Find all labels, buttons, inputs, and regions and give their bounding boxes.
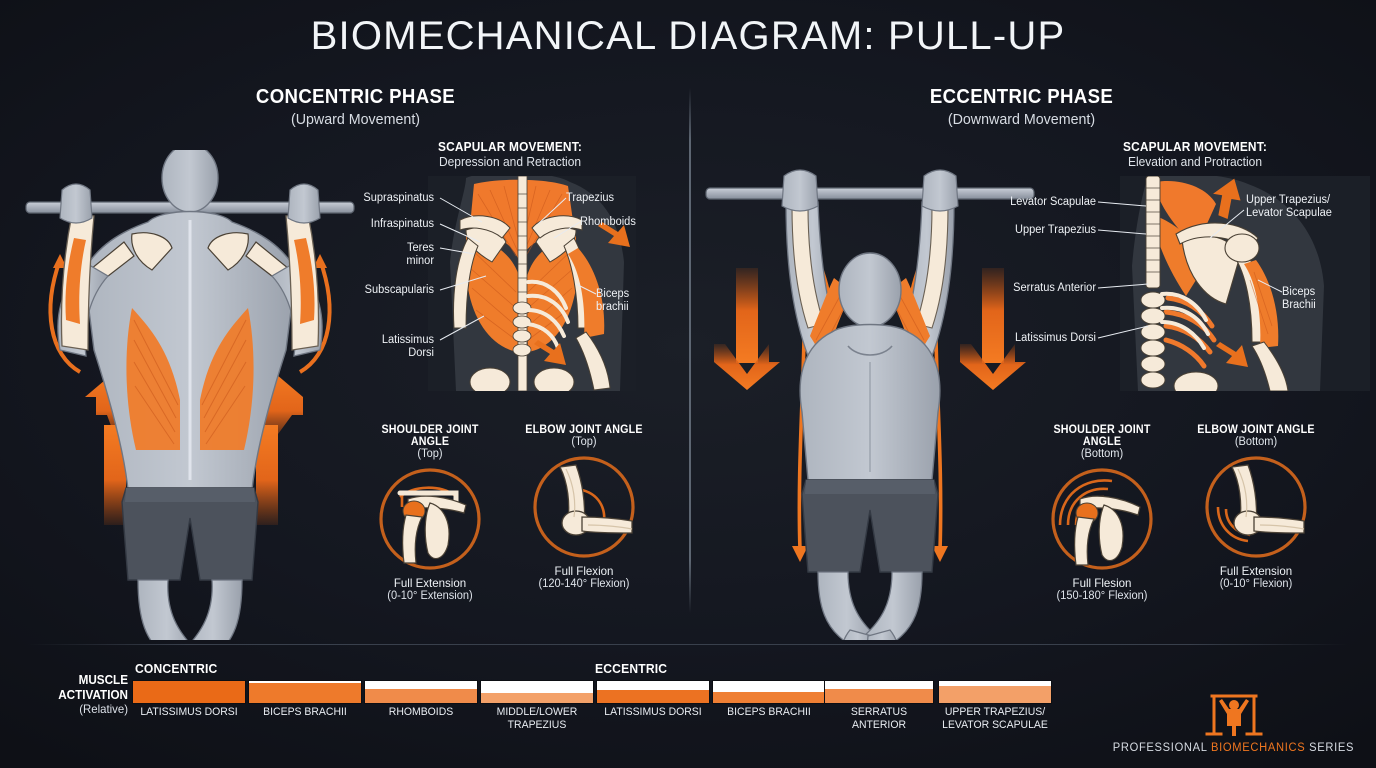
joint-card-elbow-top: ELBOW JOINT ANGLE (Top) Full Flexion (12…	[510, 424, 658, 590]
phase-subtitle-concentric: (Upward Movement)	[290, 111, 421, 128]
activation-bar	[364, 680, 478, 704]
scapular-art-left: Supraspinatus Infraspinatus Teres minor …	[363, 176, 650, 396]
joint-illustration-elbow-top	[532, 455, 636, 559]
joint-card-shoulder-bottom: SHOULDER JOINT ANGLE (Bottom) Full Flesi…	[1028, 424, 1176, 602]
joint-position: (Top)	[417, 448, 443, 460]
phase-divider	[689, 88, 691, 613]
activation-bar-label: SERRATUS ANTERIOR	[850, 706, 908, 731]
joint-title: ELBOW JOINT ANGLE	[525, 424, 643, 436]
activation-bar-label: BICEPS BRACHII	[263, 706, 347, 718]
joint-illustration-shoulder-bottom	[1050, 467, 1154, 571]
anatomy-label-supraspinatus: Supraspinatus	[363, 192, 434, 204]
activation-bar	[938, 680, 1052, 704]
scapular-title-left: SCAPULAR MOVEMENT:	[438, 140, 582, 154]
activation-bar	[712, 680, 826, 704]
activation-bar-label: UPPER TRAPEZIUS/ LEVATOR SCAPULAE	[942, 706, 1048, 731]
anatomy-label-rhomboids: Rhomboids	[580, 216, 636, 228]
activation-bar	[248, 680, 362, 704]
activation-bar-fill	[825, 689, 933, 703]
activation-bar	[596, 680, 710, 704]
pullup-bar-icon	[705, 187, 1035, 200]
movement-arrow-down-right	[960, 268, 1026, 390]
anatomy-label-teres-minor: Teres minor	[406, 242, 434, 267]
anatomy-label-infraspinatus: Infraspinatus	[370, 218, 434, 230]
activation-label-line1: MUSCLE	[78, 672, 128, 687]
joint-range: (120-140° Flexion)	[538, 578, 630, 590]
phase-title-concentric: CONCENTRIC PHASE	[255, 86, 456, 108]
activation-bar-fill	[597, 690, 709, 703]
activation-bar-fill	[365, 689, 477, 703]
scapular-art-right: Levator Scapulae Upper Trapezius Serratu…	[1010, 176, 1370, 396]
joint-range: (0-10° Flexion)	[1219, 578, 1293, 590]
figure-concentric-pullup	[20, 143, 360, 699]
brand-footer: PROFESSIONAL BIOMECHANICS SERIES	[1109, 692, 1358, 754]
joint-position: (Bottom)	[1234, 436, 1278, 448]
activation-bar-label: MIDDLE/LOWER TRAPEZIUS	[496, 706, 578, 731]
anatomy-label-latissimus-dorsi: Latissimus Dorsi	[381, 334, 434, 359]
activation-bar-fill	[481, 693, 593, 703]
anatomy-label-latissimus-dorsi-right: Latissimus Dorsi	[1015, 332, 1096, 344]
anatomy-label-biceps-brachii: Biceps brachii	[596, 288, 630, 313]
brand-highlight: BIOMECHANICS	[1211, 742, 1306, 754]
joint-state-name: Full Extension	[393, 576, 467, 590]
anatomy-label-serratus-anterior: Serratus Anterior	[1013, 282, 1096, 294]
athlete-body	[57, 143, 323, 699]
footer-divider	[28, 644, 1348, 645]
anatomy-label-levator-scapulae: Levator Scapulae	[1010, 196, 1096, 208]
anatomy-label-subscapularis: Subscapularis	[364, 284, 434, 296]
joint-title: ELBOW JOINT ANGLE	[1197, 424, 1315, 436]
activation-bar-label: LATISSIMUS DORSI	[140, 706, 238, 718]
joint-range: (150-180° Flexion)	[1056, 590, 1148, 602]
brand-text: PROFESSIONAL BIOMECHANICS SERIES	[1113, 742, 1354, 754]
activation-group-concentric: CONCENTRIC	[135, 661, 218, 676]
activation-bar	[132, 680, 246, 704]
joint-range: (0-10° Extension)	[387, 590, 473, 602]
activation-bar-fill	[713, 692, 825, 703]
scapular-subtitle-left: Depression and Retraction	[438, 155, 582, 169]
activation-bar	[480, 680, 594, 704]
joint-state-name: Full Extension	[1219, 564, 1293, 578]
page-title: BIOMECHANICAL DIAGRAM: PULL-UP	[310, 14, 1066, 58]
activation-bar-fill	[939, 685, 1051, 703]
joint-card-elbow-bottom: ELBOW JOINT ANGLE (Bottom) Full Extensio…	[1182, 424, 1330, 590]
anatomy-label-upper-trapezius-levator: Upper Trapezius/ Levator Scapulae	[1246, 194, 1332, 219]
figure-eccentric-pullup	[700, 150, 1040, 679]
joint-card-shoulder-top: SHOULDER JOINT ANGLE (Top) Full Extensio…	[356, 424, 504, 602]
activation-axis-label: MUSCLE ACTIVATION (Relative)	[36, 672, 128, 716]
scapular-title-right: SCAPULAR MOVEMENT:	[1123, 140, 1267, 154]
phase-header-concentric: CONCENTRIC PHASE (Upward Movement)	[182, 86, 529, 128]
pullup-logo-icon	[1205, 692, 1263, 738]
activation-label-line2: ACTIVATION	[58, 687, 128, 702]
anatomy-label-biceps-brachii-right: Biceps Brachii	[1282, 286, 1316, 311]
activation-bar	[824, 680, 934, 704]
joint-title: SHOULDER JOINT ANGLE	[381, 424, 479, 448]
activation-group-eccentric: ECCENTRIC	[595, 661, 668, 676]
activation-label-line3: (Relative)	[79, 702, 128, 716]
phase-title-eccentric: ECCENTRIC PHASE	[929, 86, 1114, 108]
activation-bar-label: BICEPS BRACHII	[727, 706, 811, 718]
activation-bar-fill	[133, 681, 245, 703]
activation-bar-fill	[249, 683, 361, 703]
joint-illustration-shoulder-top	[378, 467, 482, 571]
athlete-body	[781, 169, 959, 679]
joint-illustration-elbow-bottom	[1204, 455, 1308, 559]
joint-state-name: Full Flesion	[1072, 576, 1132, 590]
anatomy-label-trapezius: Trapezius	[566, 192, 615, 204]
movement-arrow-down-left	[714, 268, 780, 390]
activation-bar-label: RHOMBOIDS	[388, 706, 454, 718]
joint-title: SHOULDER JOINT ANGLE	[1053, 424, 1151, 448]
brand-prefix: PROFESSIONAL	[1112, 742, 1212, 754]
phase-subtitle-eccentric: (Downward Movement)	[947, 111, 1096, 128]
activation-bar-label: LATISSIMUS DORSI	[604, 706, 702, 718]
joint-state-name: Full Flexion	[554, 564, 614, 578]
scapular-subtitle-right: Elevation and Protraction	[1127, 155, 1263, 169]
force-curve-arrows	[48, 259, 332, 374]
phase-header-eccentric: ECCENTRIC PHASE (Downward Movement)	[848, 86, 1195, 128]
joint-position: (Top)	[571, 436, 597, 448]
anatomy-label-upper-trapezius: Upper Trapezius	[1015, 224, 1096, 236]
joint-position: (Bottom)	[1080, 448, 1124, 460]
scapular-panel-eccentric: SCAPULAR MOVEMENT: Elevation and Protrac…	[1010, 140, 1370, 396]
scapular-panel-concentric: SCAPULAR MOVEMENT: Depression and Retrac…	[363, 140, 650, 396]
brand-suffix: SERIES	[1305, 742, 1355, 754]
